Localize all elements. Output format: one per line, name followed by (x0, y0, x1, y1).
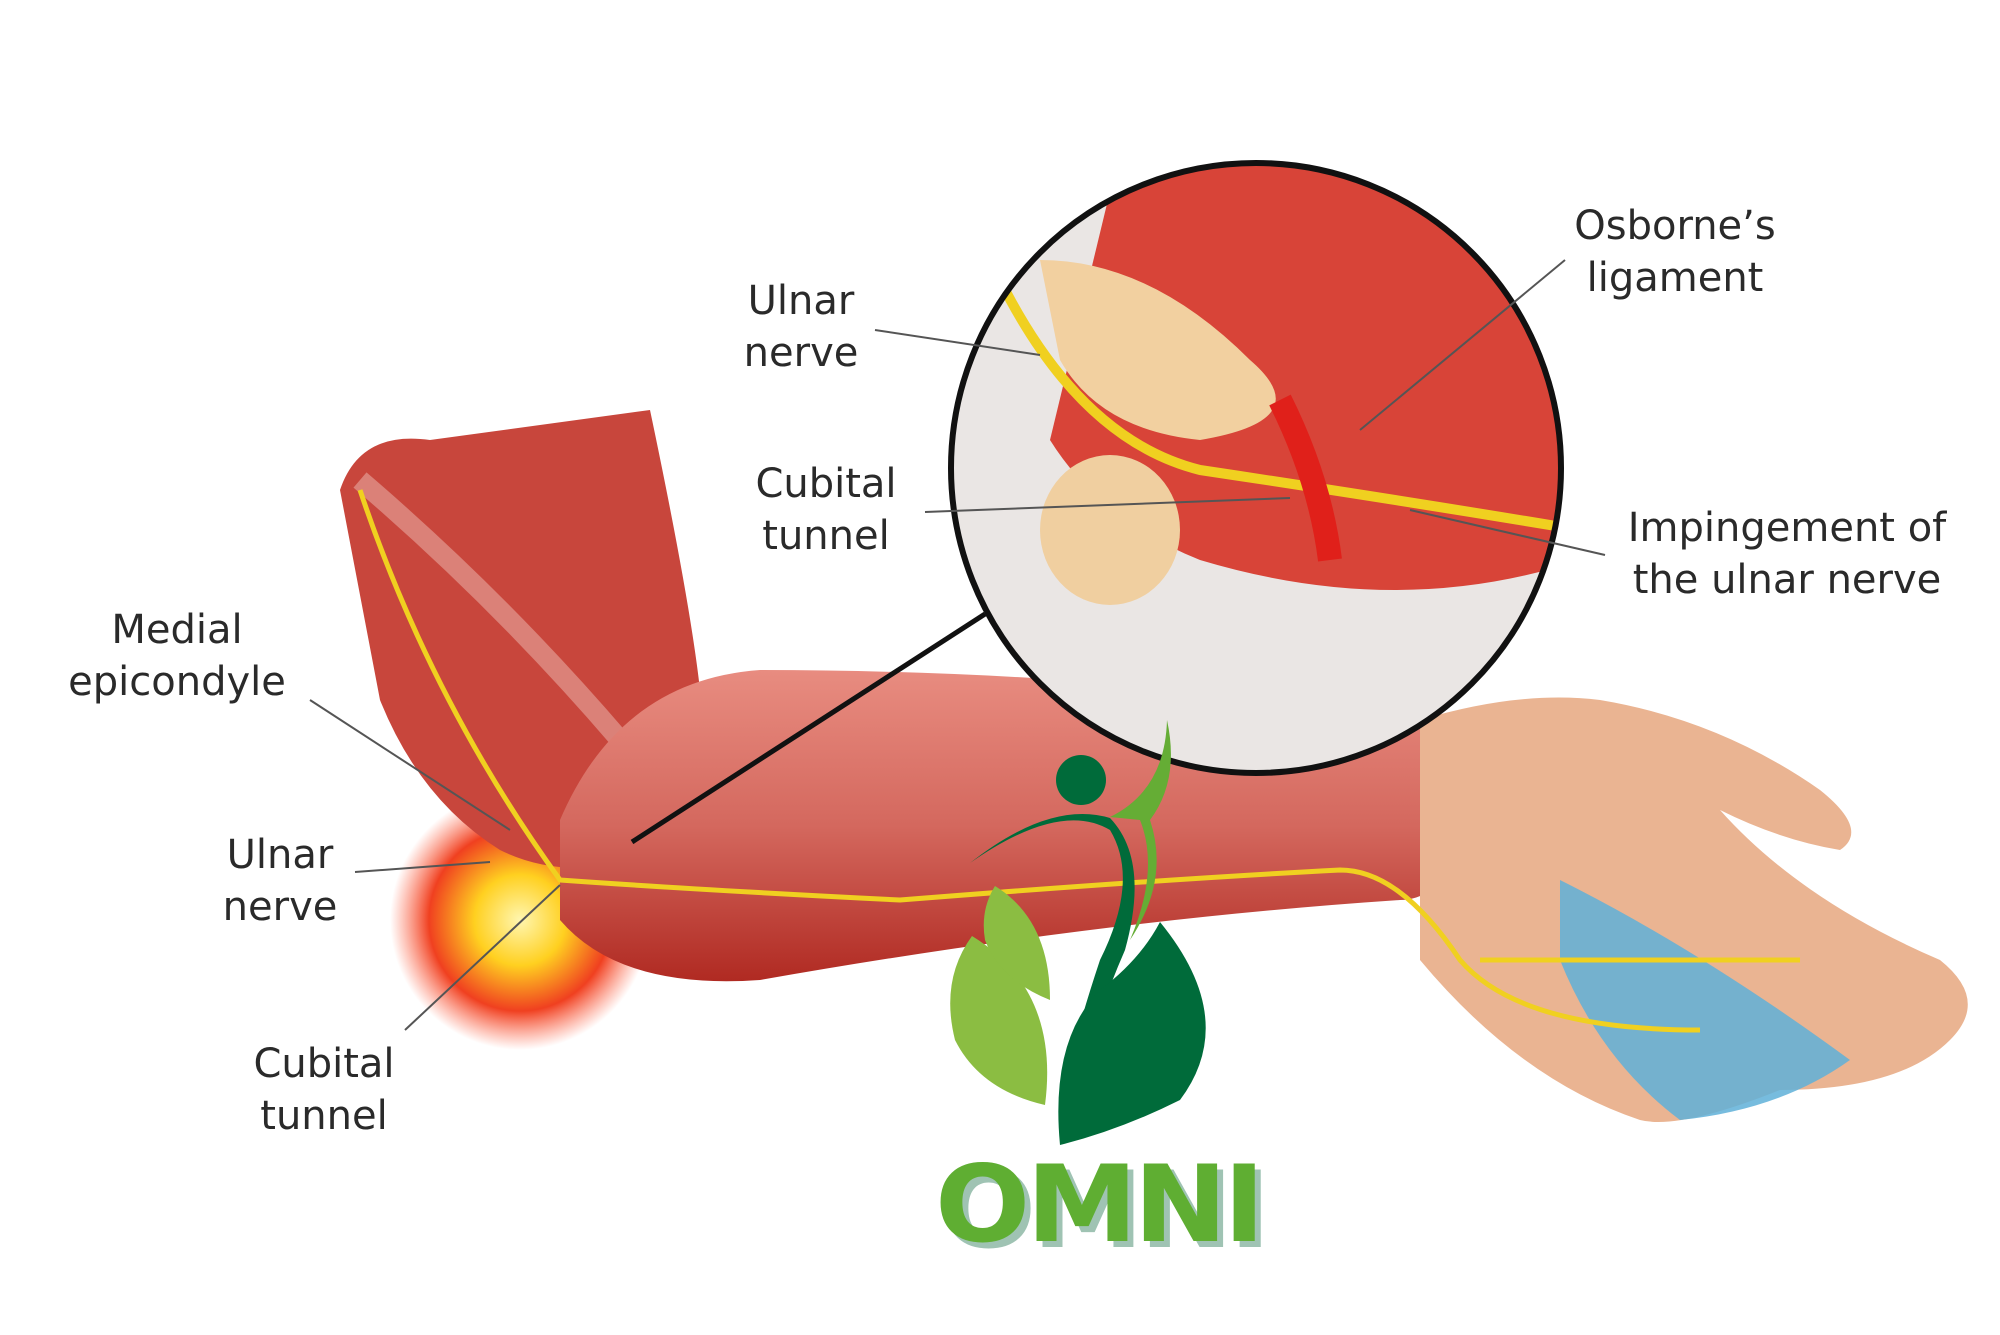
label-medial-epicondyle: Medial epicondyle (68, 604, 286, 708)
leader-lines (309, 259, 1606, 1031)
inset-border (948, 160, 1564, 776)
label-line: Ulnar (747, 278, 855, 324)
label-line: nerve (222, 884, 338, 930)
label-impingement: Impingement of the ulnar nerve (1628, 502, 1947, 606)
label-line: Medial (111, 607, 243, 653)
label-ulnar-nerve-inset: Ulnar nerve (744, 275, 859, 379)
ulnar-nerve (357, 489, 1800, 1033)
label-line: the ulnar nerve (1632, 557, 1942, 603)
label-line: Impingement of (1627, 505, 1947, 551)
label-osbornes-ligament: Osborne’s ligament (1574, 200, 1775, 304)
label-cubital-tunnel-inset: Cubital tunnel (755, 458, 896, 562)
label-cubital-tunnel-arm: Cubital tunnel (253, 1038, 394, 1142)
label-line: Ulnar (226, 832, 334, 878)
label-line: tunnel (762, 513, 890, 559)
magnified-inset (951, 163, 1561, 773)
label-line: tunnel (260, 1093, 388, 1139)
label-line: ligament (1586, 255, 1764, 301)
omni-logo (950, 720, 1206, 1145)
label-line: Cubital (253, 1041, 395, 1087)
omni-logo-text: OMNI (935, 1143, 1265, 1267)
label-line: Osborne’s (1574, 203, 1776, 249)
label-line: epicondyle (68, 659, 286, 705)
label-line: nerve (743, 330, 859, 376)
label-ulnar-nerve-arm: Ulnar nerve (223, 829, 338, 933)
label-line: Cubital (755, 461, 897, 507)
